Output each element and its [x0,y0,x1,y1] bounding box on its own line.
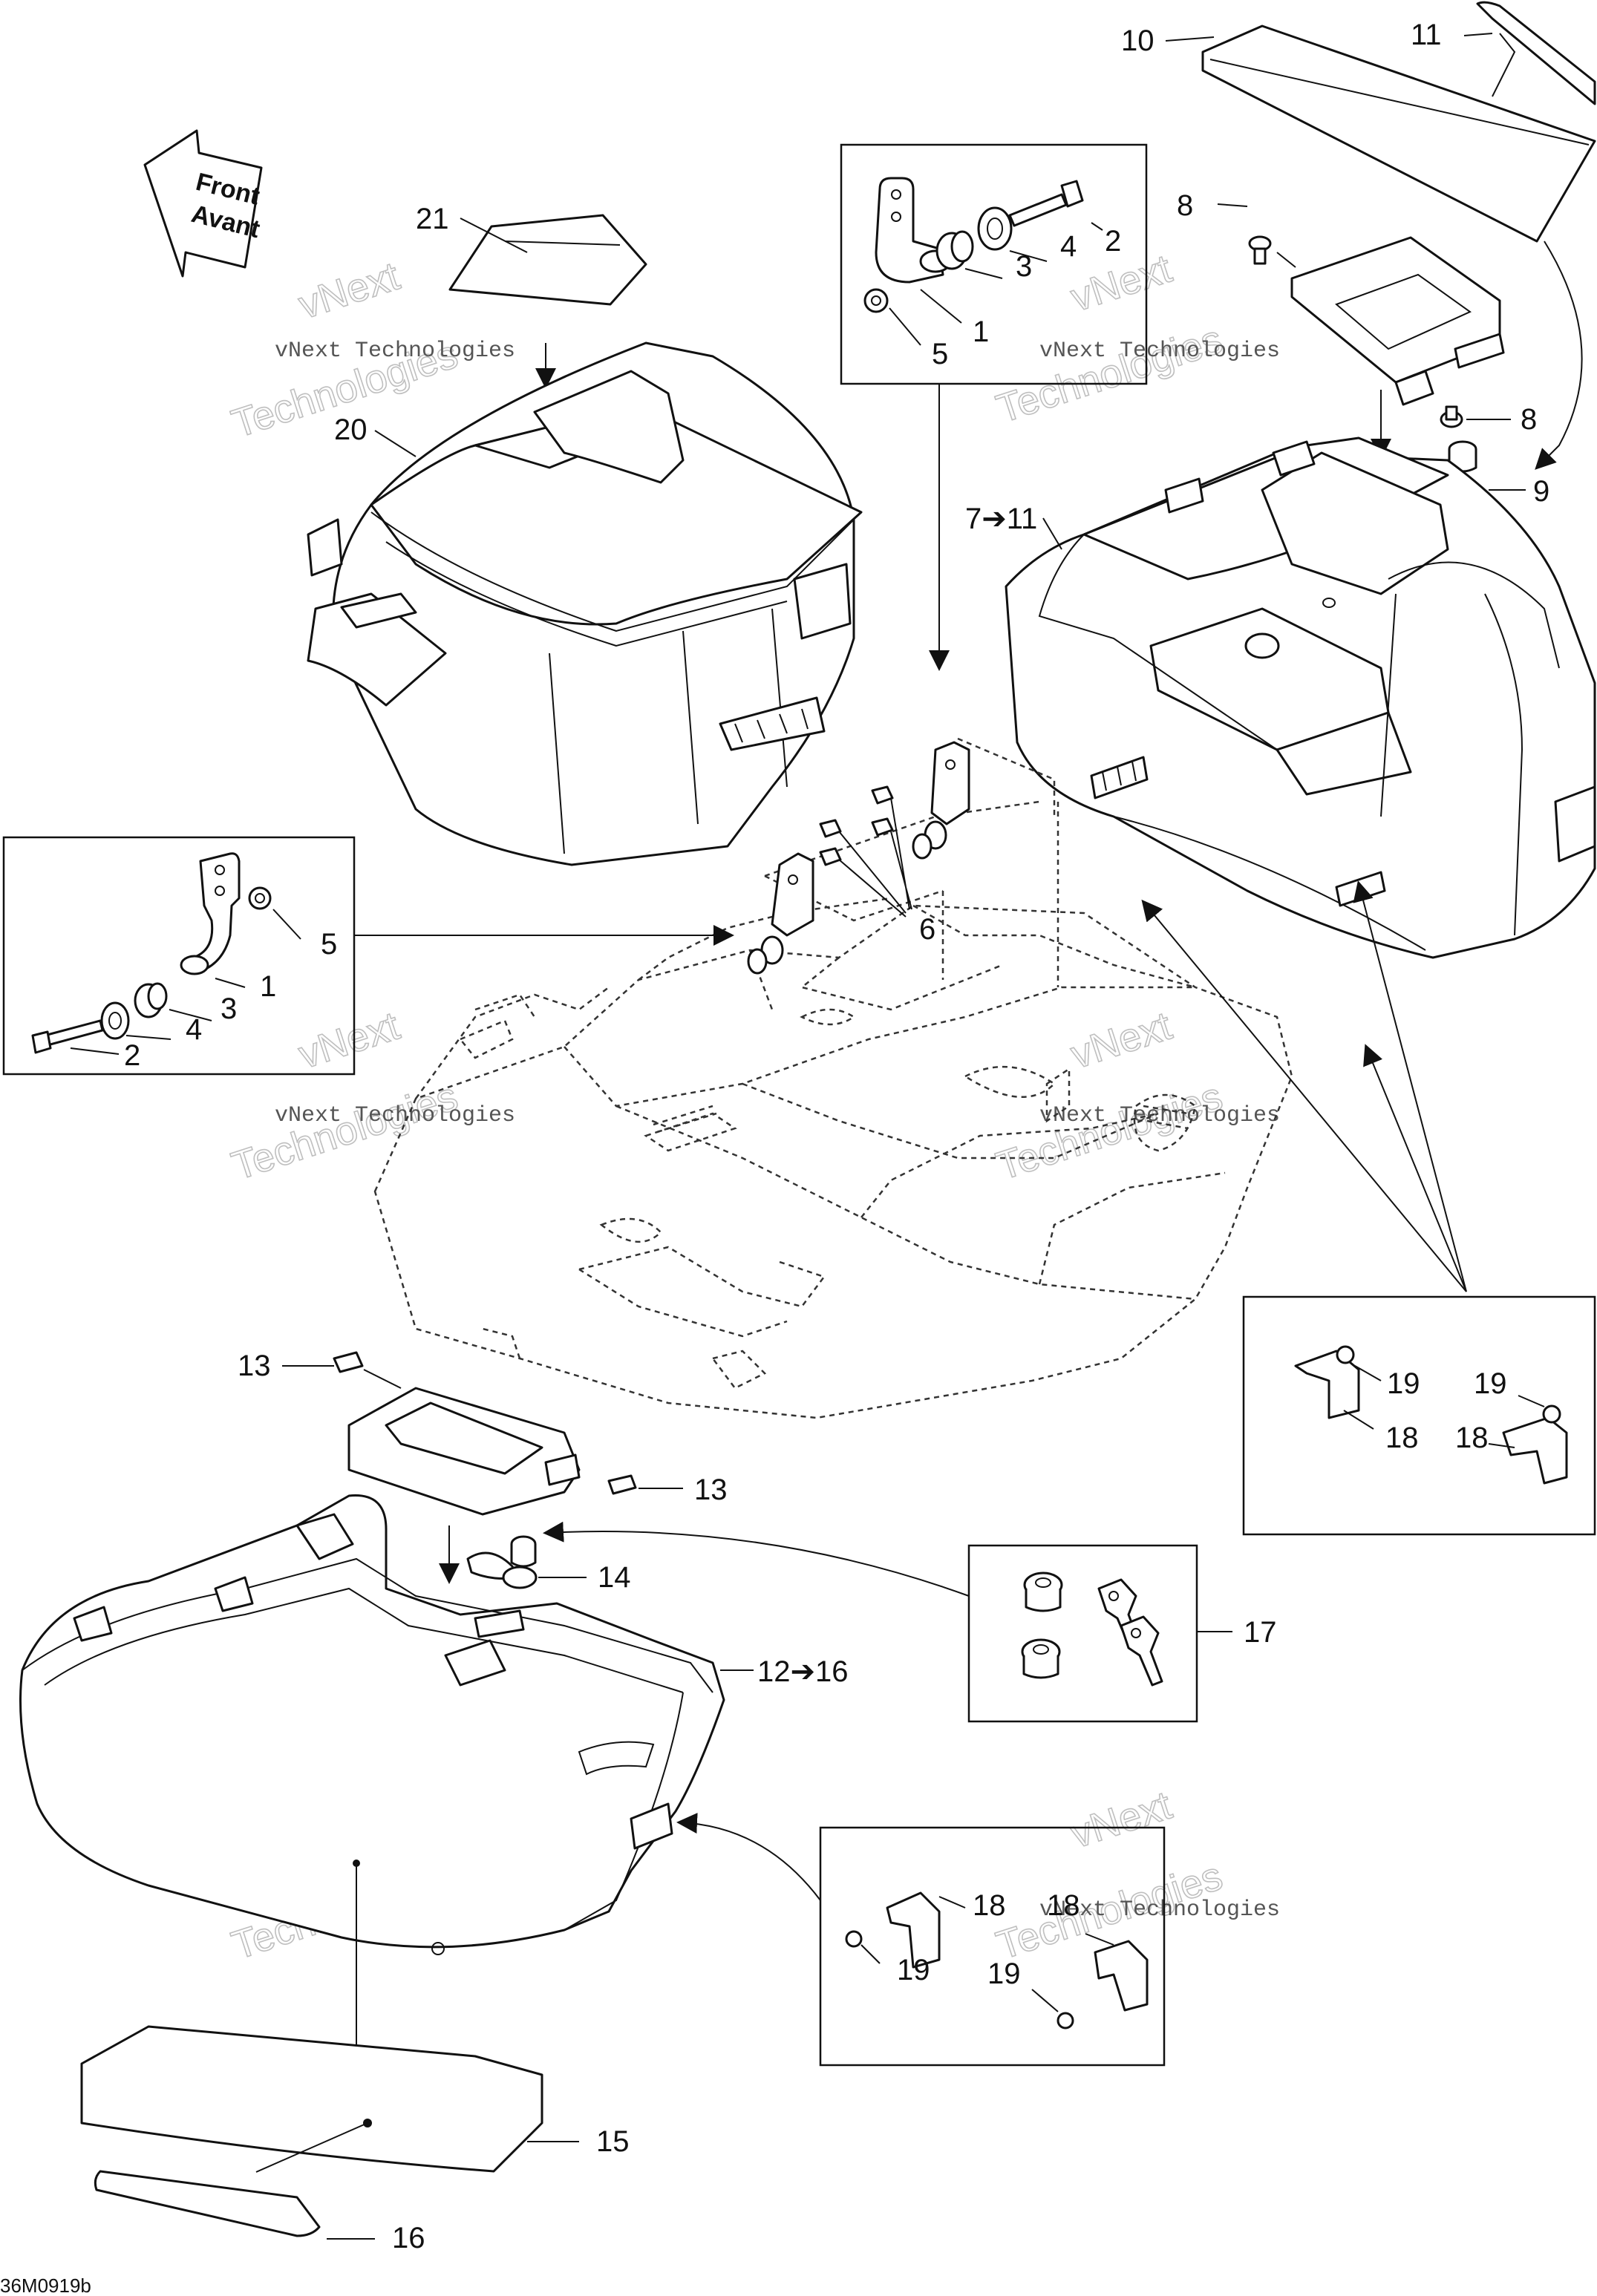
callout-12-16: 12➔16 [757,1655,849,1688]
svg-text:Technologies: Technologies [991,1074,1227,1188]
screw-13-upper [333,1351,364,1373]
callout-4-top: 4 [1060,230,1077,263]
clip-detail-box-right [1242,1295,1596,1536]
clip-detail-box-lower [819,1826,1166,2067]
callout-13-lower: 13 [694,1474,728,1506]
side-case-12-16 [19,1494,725,1955]
callout-18-lower-a: 18 [973,1889,1006,1922]
callout-19-right-b: 19 [1474,1367,1507,1400]
keys [1097,1578,1163,1687]
washer-4-top [977,206,1013,251]
callout-13-upper: 13 [238,1350,271,1382]
svg-text:vNext Technologies: vNext Technologies [275,338,515,364]
callout-18-right-a: 18 [1385,1422,1419,1454]
hinge-bracket-center-left [747,852,814,975]
callout-1-top: 1 [973,315,989,348]
front-top-case-20 [307,341,863,866]
callout-4-left: 4 [186,1013,202,1046]
bushing-3-top [935,230,974,270]
svg-text:Technologies: Technologies [991,317,1227,431]
watermark-mid-left: Technologies vNext vNext Technologies [226,1003,515,1189]
decal-10 [1201,24,1596,243]
svg-text:vNext: vNext [293,1004,405,1078]
svg-text:vNext: vNext [1065,1783,1177,1857]
callout-18-right-b: 18 [1455,1422,1489,1454]
callout-8-lower: 8 [1521,403,1537,436]
watermark-bottom-right: Technologies vNext vNext Technologies [990,1782,1280,1969]
svg-text:vNext Technologies: vNext Technologies [1039,1897,1280,1923]
decal-16 [94,2170,321,2237]
callout-20: 20 [334,413,368,446]
clip-18-lower-a [886,1891,941,1969]
svg-text:Technologies: Technologies [226,1074,463,1188]
watermark-top-right: Technologies vNext vNext Technologies [990,246,1280,432]
svg-text:vNext Technologies: vNext Technologies [1039,338,1280,364]
callout-11: 11 [1411,19,1442,51]
hinge-bracket-1-left [180,852,241,975]
svg-text:vNext: vNext [1065,1004,1177,1078]
callout-10: 10 [1121,24,1155,57]
screw-19-right-a [1336,1345,1355,1364]
figure-code: 36M0919b [0,2274,91,2296]
clip-18-lower-b [1094,1940,1149,2012]
tray-lower [347,1387,581,1516]
screw-19-right-b [1542,1404,1561,1424]
lock-cylinder-a [1023,1571,1063,1612]
rear-top-case-7-11 [1005,436,1596,959]
hardware-detail-box-left [2,836,356,1076]
callout-1-left: 1 [260,970,276,1003]
screw-13-lower [607,1474,637,1495]
lock-cylinder-b [1021,1638,1061,1679]
callout-2-top: 2 [1105,225,1121,258]
callout-14: 14 [598,1561,631,1594]
callout-17: 17 [1244,1616,1277,1649]
nut-5-top [863,288,889,313]
callout-19-lower-a: 19 [897,1954,930,1986]
screw-8-lower [1440,405,1463,428]
bolts-6 [819,785,894,866]
callout-19-lower-b: 19 [987,1958,1021,1990]
tray-bracket [1290,236,1505,406]
callout-8-upper: 8 [1177,189,1193,222]
bolt-2-left [31,1019,104,1054]
front-direction-arrow: Front Avant [143,129,263,278]
screw-19-lower-b [1056,2012,1074,2030]
nut-5-left [248,886,272,910]
hardware-detail-box-top [840,143,1148,385]
clip-18-right-b [1502,1416,1568,1485]
callout-16: 16 [392,2222,425,2254]
washer-4-left [100,1001,130,1040]
callout-7-11: 7➔11 [965,503,1037,535]
decal-11 [1476,1,1596,105]
callout-15: 15 [596,2125,630,2158]
hinge-bracket-1-top [875,177,952,284]
callout-5-left: 5 [321,928,337,961]
bushing-3-left [134,982,168,1018]
screw-19-lower-a [845,1930,863,1948]
callout-21: 21 [416,203,449,235]
svg-text:vNext Technologies: vNext Technologies [1039,1103,1280,1128]
callout-6: 6 [919,913,935,946]
key-lock-detail-box [967,1544,1198,1723]
bolt-2-top [1008,180,1084,227]
screw-8-upper [1248,235,1272,265]
lock-14 [466,1535,538,1589]
callout-18-lower-b: 18 [1047,1889,1080,1922]
callout-3-top: 3 [1016,250,1032,283]
callout-3-left: 3 [221,992,237,1025]
callout-19-right-a: 19 [1387,1367,1420,1400]
svg-text:vNext: vNext [293,254,405,328]
callout-2-left: 2 [124,1039,140,1072]
callout-9: 9 [1533,475,1549,508]
hinge-bracket-center-right [912,741,970,860]
svg-text:vNext Technologies: vNext Technologies [275,1103,515,1128]
decal-15 [80,2025,543,2173]
callout-5-top: 5 [932,338,948,370]
